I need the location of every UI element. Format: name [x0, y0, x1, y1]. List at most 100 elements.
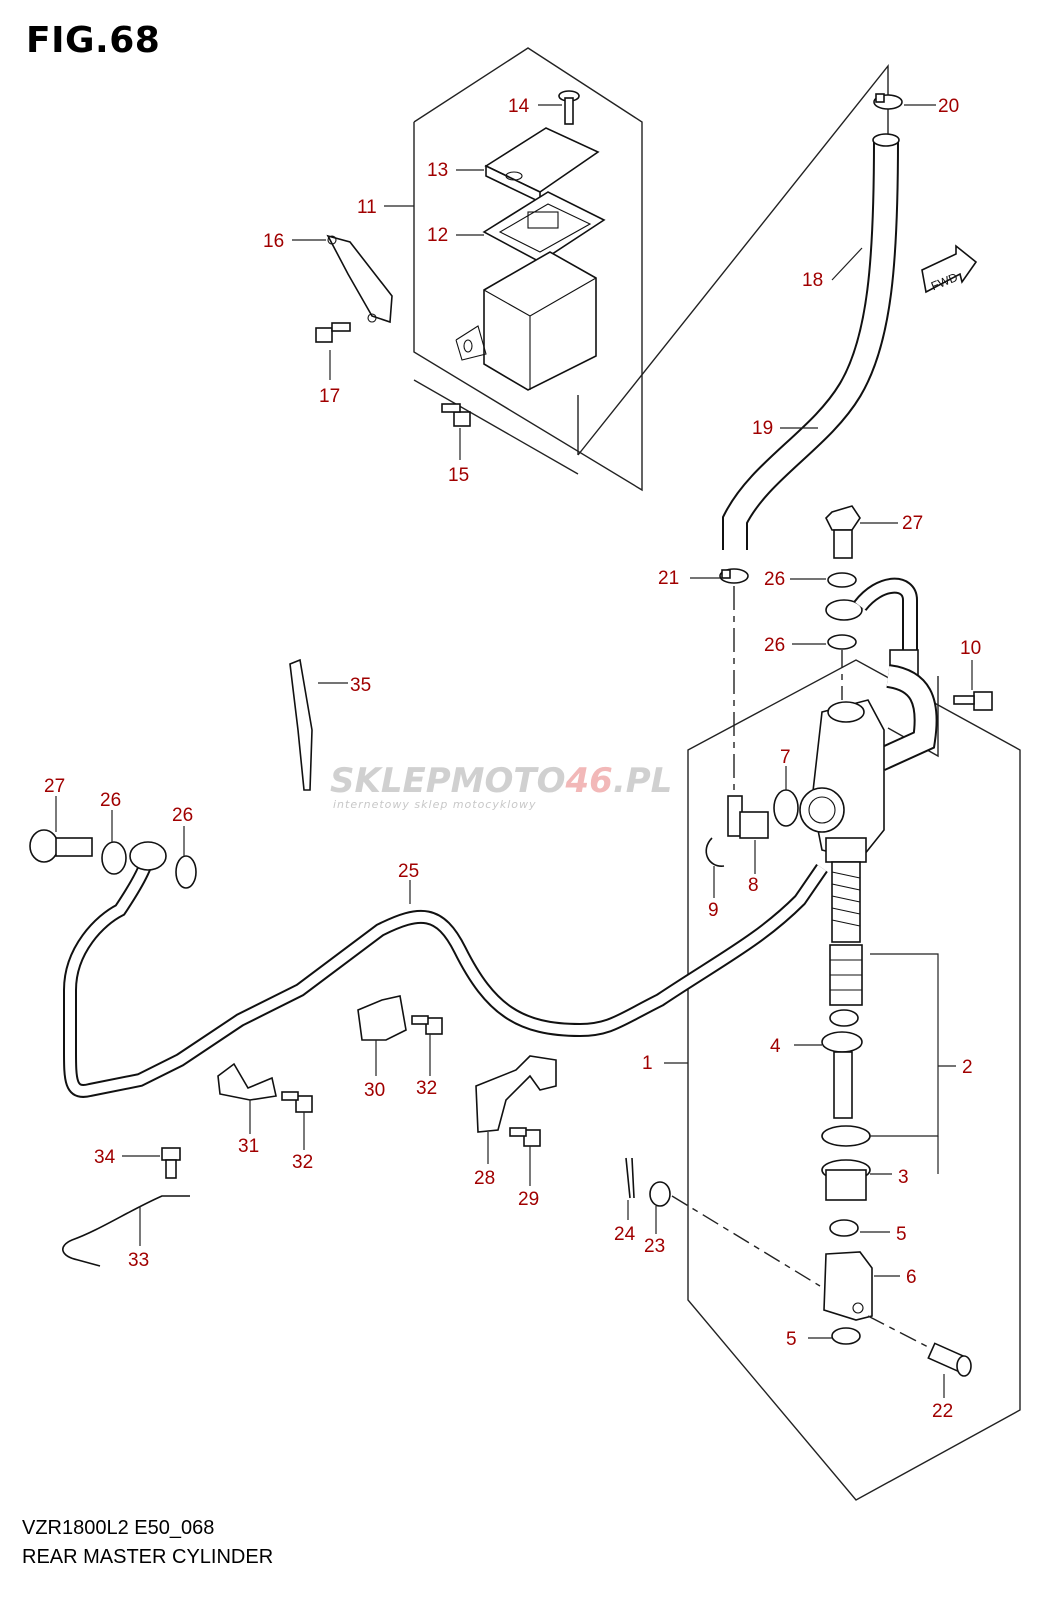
union-bolt-27-lower-part — [29, 829, 93, 863]
push-rod-4-part — [821, 1009, 863, 1119]
pin-22-part — [927, 1342, 972, 1377]
callout-34: 34 — [94, 1147, 116, 1168]
callout-17: 17 — [319, 386, 340, 407]
callout-32-a: 32 — [416, 1078, 437, 1099]
callout-20: 20 — [938, 96, 959, 117]
washer-23-part — [649, 1181, 671, 1207]
callout-31: 31 — [238, 1136, 259, 1157]
callout-35: 35 — [350, 675, 371, 696]
callout-18: 18 — [802, 270, 823, 291]
washer-26d-part — [175, 855, 197, 889]
callout-5-a: 5 — [896, 1224, 907, 1245]
washer-26a-part — [827, 572, 857, 588]
callout-26-b: 26 — [764, 635, 785, 656]
washer-26b-part — [827, 634, 857, 650]
hose-18-19-part — [722, 133, 900, 550]
callout-7: 7 — [780, 747, 791, 768]
watermark-part-b: MOTO — [451, 761, 566, 801]
reservoir-frame — [413, 47, 643, 492]
circlip-9-part — [705, 837, 725, 867]
watermark-part-c: 46 — [565, 761, 613, 801]
bolt-32b-part — [281, 1091, 313, 1113]
watermark-subtitle: internetowy sklep motocyklowy — [333, 798, 537, 811]
callout-9: 9 — [708, 900, 719, 921]
callout-27-lower: 27 — [44, 776, 65, 797]
callout-6: 6 — [906, 1267, 917, 1288]
callout-16: 16 — [263, 231, 284, 252]
callout-4: 4 — [770, 1036, 781, 1057]
callout-22: 22 — [932, 1401, 953, 1422]
svg-text:SKLEPMOTO46.PL: SKLEPMOTO46.PL — [330, 761, 672, 801]
callout-8: 8 — [748, 875, 759, 896]
fwd-arrow-icon: FWD — [921, 244, 978, 293]
callout-29: 29 — [518, 1189, 539, 1210]
washer-26c-part — [101, 841, 127, 875]
clamp-20-part — [873, 93, 903, 110]
piston-part — [829, 944, 863, 1006]
nut-5a-part — [829, 1219, 859, 1237]
connector-8-part — [727, 795, 769, 839]
callout-5-b: 5 — [786, 1329, 797, 1350]
spring-part — [831, 861, 861, 943]
bolt-15-part — [441, 403, 471, 427]
clamp-30-part — [357, 995, 407, 1041]
callout-1: 1 — [642, 1053, 653, 1074]
clamp-31-part — [217, 1062, 277, 1101]
nut-5b-part — [831, 1327, 861, 1345]
screw-14-part — [558, 90, 580, 125]
cable-tie-35-part — [289, 658, 313, 791]
master-cylinder-body-part — [799, 664, 938, 863]
cotter-pin-24-part — [625, 1157, 635, 1199]
reservoir-body-part — [455, 251, 597, 391]
watermark-part-d: .PL — [613, 761, 673, 801]
watermark-part-a: SKLEP — [330, 761, 451, 801]
callout-26-d: 26 — [172, 805, 193, 826]
callout-30: 30 — [364, 1080, 385, 1101]
callout-2: 2 — [962, 1057, 973, 1078]
callout-19: 19 — [752, 418, 773, 439]
brake-hose-25-part — [63, 841, 828, 1098]
boot-3-part — [821, 1159, 871, 1201]
bracket-28-part — [475, 1055, 557, 1133]
diagram-title: REAR MASTER CYLINDER — [22, 1546, 274, 1568]
callout-32-b: 32 — [292, 1152, 313, 1173]
callout-26-a: 26 — [764, 569, 785, 590]
callout-11: 11 — [357, 197, 377, 218]
o-ring-7-part — [773, 789, 799, 827]
figure-title: FIG.68 — [26, 20, 161, 61]
leader-lines — [55, 104, 973, 1398]
circlip-ring-part — [821, 1125, 871, 1147]
callout-10: 10 — [960, 638, 981, 659]
callout-25: 25 — [398, 861, 419, 882]
hose-frame — [577, 63, 889, 456]
watermark: SKLEPMOTO46.PL internetowy sklep motocyk… — [330, 761, 672, 811]
callout-24: 24 — [614, 1224, 636, 1245]
clip-33-part — [62, 1195, 190, 1267]
callout-26-c: 26 — [100, 790, 121, 811]
bolt-10-part — [953, 691, 993, 711]
alignment-line-23 — [671, 1195, 821, 1287]
callout-15: 15 — [448, 465, 469, 486]
bolt-32a-part — [411, 1015, 443, 1035]
diaphragm-12-part — [482, 191, 606, 263]
clamp-21-part — [719, 568, 749, 584]
model-code: VZR1800L2 E50_068 — [22, 1517, 215, 1539]
callout-23: 23 — [644, 1236, 665, 1257]
callouts: 14 13 11 12 16 17 15 18 19 20 21 27 26 2… — [44, 96, 981, 1422]
reservoir-cap-13-part — [484, 127, 600, 204]
bracket-16-part — [326, 234, 393, 324]
callout-28: 28 — [474, 1168, 495, 1189]
alignment-line-22 — [867, 1315, 931, 1349]
callout-21: 21 — [658, 568, 679, 589]
bolt-17-part — [315, 322, 351, 343]
callout-27-upper: 27 — [902, 513, 923, 534]
callout-14: 14 — [508, 96, 530, 117]
callout-3: 3 — [898, 1167, 909, 1188]
bolt-29-part — [509, 1127, 541, 1147]
callout-13: 13 — [427, 160, 448, 181]
banjo-fitting-part — [825, 577, 919, 681]
callout-33: 33 — [128, 1250, 149, 1271]
callout-12: 12 — [427, 225, 448, 246]
union-bolt-27-upper-part — [825, 505, 861, 559]
